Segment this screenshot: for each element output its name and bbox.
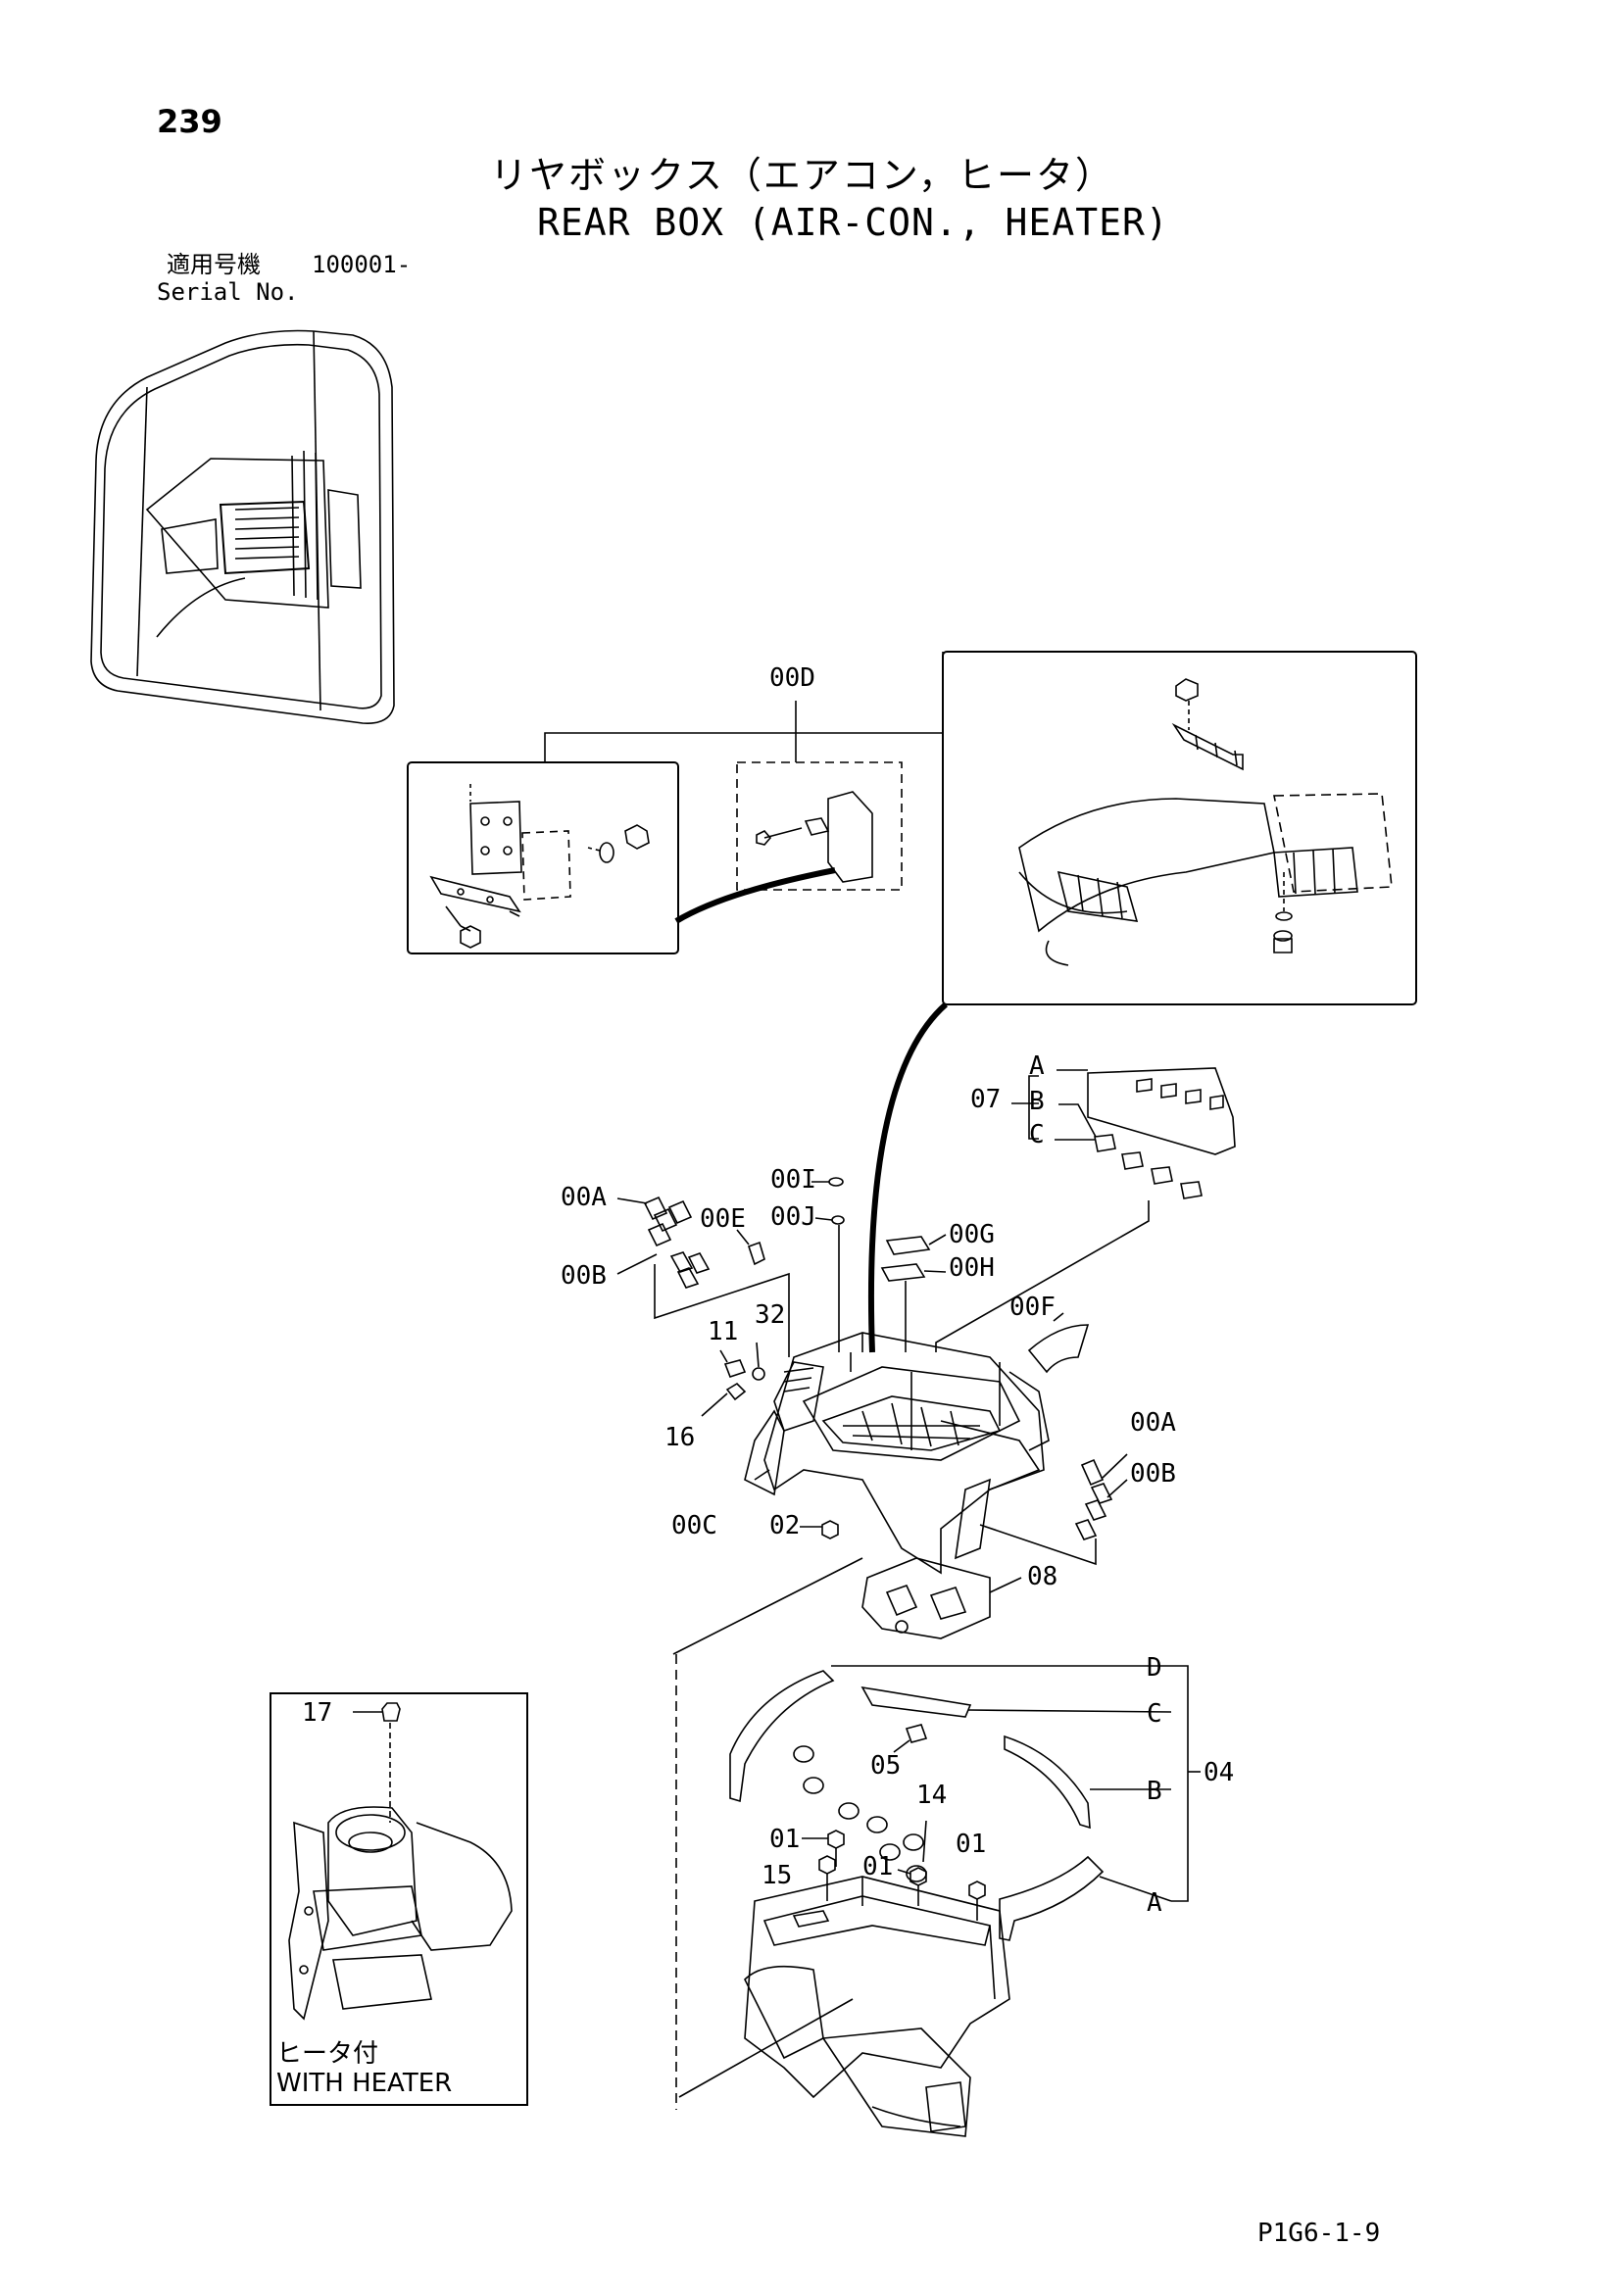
callout-07-C: C [1029,1120,1045,1149]
inset-label-japanese: ヒータ付 [276,2039,379,2069]
cab-overview-illustration [90,329,395,724]
detail-box-rear-box-mounting [942,651,1417,1005]
callout-04-A: A [1147,1888,1162,1918]
callout-00G: 00G [949,1220,995,1249]
callout-00D: 00D [769,663,815,693]
page-title-japanese: リヤボックス（エアコン，ヒータ） [490,154,1114,197]
page-code: P1G6-1-9 [1257,2219,1381,2248]
callout-00F: 00F [1009,1293,1056,1322]
detail-box-00D [736,761,903,891]
serial-label-japanese: 適用号機 [167,251,261,278]
serial-label-english: Serial No. [157,278,299,306]
callout-05: 05 [870,1751,901,1781]
clips-00A-00B-left [616,1196,790,1357]
callout-04-D: D [1147,1653,1162,1683]
rear-box-main [744,1332,1050,1575]
callout-00A-left: 00A [561,1183,607,1212]
callout-15: 15 [762,1861,792,1890]
callout-00C: 00C [671,1511,717,1540]
callout-17: 17 [302,1698,332,1728]
serial-number-value: 100001- [312,251,412,278]
callout-00J: 00J [770,1202,816,1232]
detail-box-bracket [407,761,679,954]
callout-02: 02 [769,1511,800,1540]
callout-00H: 00H [949,1253,995,1283]
callout-16: 16 [664,1423,695,1452]
callout-11: 11 [708,1317,738,1346]
callout-14: 14 [916,1781,947,1810]
callout-01-b: 01 [862,1852,893,1881]
callout-labels: 00D 07 A B C 00I 00J 00A 00E 00B 00G 00H… [302,663,1234,1918]
inset-label-english: WITH HEATER [276,2069,453,2098]
callout-01-c: 01 [956,1830,986,1859]
callout-32: 32 [755,1300,785,1330]
clamps-14 [793,1745,927,1882]
callout-00I: 00I [770,1165,816,1195]
callout-00A-right: 00A [1130,1408,1176,1438]
callout-07-A: A [1029,1051,1045,1081]
inset-with-heater [270,1692,528,2106]
floor-frame [744,1876,1010,2137]
page-title-english: REAR BOX (AIR-CON., HEATER) [537,201,1169,244]
callout-00B-right: 00B [1130,1459,1176,1489]
callout-07-B: B [1029,1087,1045,1116]
callout-08: 08 [1027,1562,1057,1591]
callout-00E: 00E [700,1204,746,1234]
callout-04-B: B [1147,1777,1162,1806]
page-number: 239 [157,103,222,140]
bracket-08 [861,1557,1022,1639]
callout-04-C: C [1147,1699,1162,1729]
callout-00B-left: 00B [561,1261,607,1291]
callout-07: 07 [970,1085,1001,1114]
callout-04: 04 [1204,1758,1234,1787]
duct-parts-04 [729,1665,1201,1941]
callout-01-a: 01 [769,1825,800,1854]
